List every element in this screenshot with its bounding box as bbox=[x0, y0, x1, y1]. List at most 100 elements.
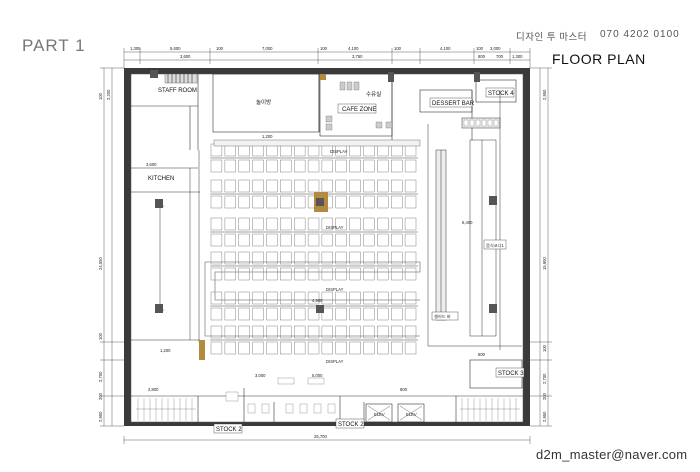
shelf-bay bbox=[294, 217, 306, 231]
shelf-bay bbox=[294, 267, 306, 281]
shelf-bay bbox=[349, 325, 361, 339]
dim-right-b: 100 bbox=[542, 344, 547, 352]
dessert-bar-label: DESSERT BAR bbox=[432, 101, 475, 107]
shelf-bay bbox=[335, 217, 347, 231]
shelf-bay bbox=[210, 159, 223, 173]
shelf-bay bbox=[404, 325, 417, 339]
shelf-bay bbox=[404, 267, 417, 281]
shelf-bay bbox=[266, 325, 278, 339]
shelf-bay bbox=[224, 251, 236, 265]
shelf-bay bbox=[266, 179, 278, 193]
shelf-bay bbox=[377, 159, 389, 173]
shelf-bay bbox=[363, 179, 375, 193]
shelf-bay bbox=[238, 217, 250, 231]
shelf-bay bbox=[335, 251, 347, 265]
shelf-bay bbox=[391, 325, 403, 339]
shelf-bay bbox=[321, 217, 333, 231]
shelf-bay bbox=[266, 307, 278, 321]
shelf-bay bbox=[210, 195, 223, 209]
shelf-bay bbox=[404, 159, 417, 173]
shelf-bay bbox=[238, 341, 250, 355]
dim-top-12: 100 bbox=[476, 46, 484, 51]
shelf-bay bbox=[404, 291, 417, 305]
shelf-bay bbox=[404, 195, 417, 209]
shelf-bay bbox=[266, 195, 278, 209]
corner-label: 셀러드 바 bbox=[434, 313, 451, 320]
wood-column bbox=[199, 340, 205, 360]
shelf-bay bbox=[349, 195, 361, 209]
shelf-bay bbox=[280, 233, 292, 247]
shelf-bay bbox=[307, 267, 320, 281]
shelf-bay bbox=[349, 233, 361, 247]
column bbox=[316, 305, 324, 313]
shelf-bay bbox=[252, 159, 264, 173]
shelf-bay bbox=[280, 159, 292, 173]
shelf-bay bbox=[210, 325, 223, 339]
shelf-bay bbox=[280, 195, 292, 209]
dim-left-b: 100 bbox=[98, 92, 103, 100]
stock-3-label: STOCK 3 bbox=[498, 371, 524, 377]
shelf-bay bbox=[391, 217, 403, 231]
shelf-bay bbox=[280, 267, 292, 281]
stair-left bbox=[136, 398, 196, 421]
front-counter bbox=[213, 139, 421, 147]
shelf-bay bbox=[391, 291, 403, 305]
corner-box bbox=[431, 311, 459, 321]
shelf-bay bbox=[238, 251, 250, 265]
column bbox=[388, 72, 394, 82]
shelf-bay bbox=[224, 291, 236, 305]
shelf-bay bbox=[349, 291, 361, 305]
shelf-bay bbox=[321, 307, 333, 321]
shelf-bay bbox=[377, 267, 389, 281]
shelf-bay bbox=[307, 251, 320, 265]
elevator-marks bbox=[367, 405, 423, 421]
shelf-bay bbox=[321, 341, 333, 355]
shelf-bay bbox=[238, 307, 250, 321]
shelf-bay bbox=[377, 217, 389, 231]
shelf-bay bbox=[294, 159, 306, 173]
office-label: 놀이방 bbox=[256, 98, 271, 106]
column bbox=[155, 304, 163, 313]
shelf-bay bbox=[266, 291, 278, 305]
shelf-bay bbox=[252, 325, 264, 339]
dim-inner-5: 6,400 bbox=[462, 220, 473, 225]
shelf-bay bbox=[335, 307, 347, 321]
shelf-bay bbox=[266, 267, 278, 281]
shelf-bay bbox=[321, 233, 333, 247]
shelf-bay bbox=[294, 233, 306, 247]
shelf-bay bbox=[294, 195, 306, 209]
shelf-bay bbox=[252, 307, 264, 321]
dessert-bar-box bbox=[429, 97, 473, 108]
counter-seats bbox=[463, 119, 499, 127]
shelf-bay bbox=[252, 341, 264, 355]
shelf-bay bbox=[363, 217, 375, 231]
shelf-bay bbox=[294, 325, 306, 339]
plan-title: FLOOR PLAN bbox=[552, 51, 646, 67]
phone-number: 070 4202 0100 bbox=[600, 29, 680, 40]
dim-right-a: 2,950 bbox=[542, 89, 547, 100]
display-label-4: DISPLAY bbox=[326, 359, 344, 364]
shelf-bay bbox=[377, 341, 389, 355]
dim-top-1: 1,300 bbox=[130, 46, 141, 51]
cafe-zone-box bbox=[337, 103, 377, 114]
shelf-bay bbox=[224, 195, 236, 209]
shelf-bay bbox=[224, 179, 236, 193]
shelf-bay bbox=[210, 179, 223, 193]
company-name: 디자인 투 마스터 bbox=[516, 32, 587, 43]
shelf-bay bbox=[224, 267, 236, 281]
shelf-bay bbox=[404, 217, 417, 231]
kitchen-label: KITCHEN bbox=[148, 176, 174, 182]
dim-bottom-total: 25,700 bbox=[314, 434, 327, 439]
dim-inner-4: 1,200 bbox=[160, 348, 171, 353]
shelf-bay bbox=[335, 179, 347, 193]
part-label: PART 1 bbox=[22, 36, 86, 55]
column-wood bbox=[320, 74, 326, 80]
shelf-bay bbox=[349, 251, 361, 265]
shelf-bay bbox=[404, 233, 417, 247]
shelf-bay bbox=[210, 233, 223, 247]
stair-right bbox=[460, 398, 520, 421]
shelf-bay bbox=[210, 217, 223, 231]
shelf-bay bbox=[363, 251, 375, 265]
shelf-bay bbox=[280, 325, 292, 339]
shelf-bay bbox=[307, 233, 320, 247]
